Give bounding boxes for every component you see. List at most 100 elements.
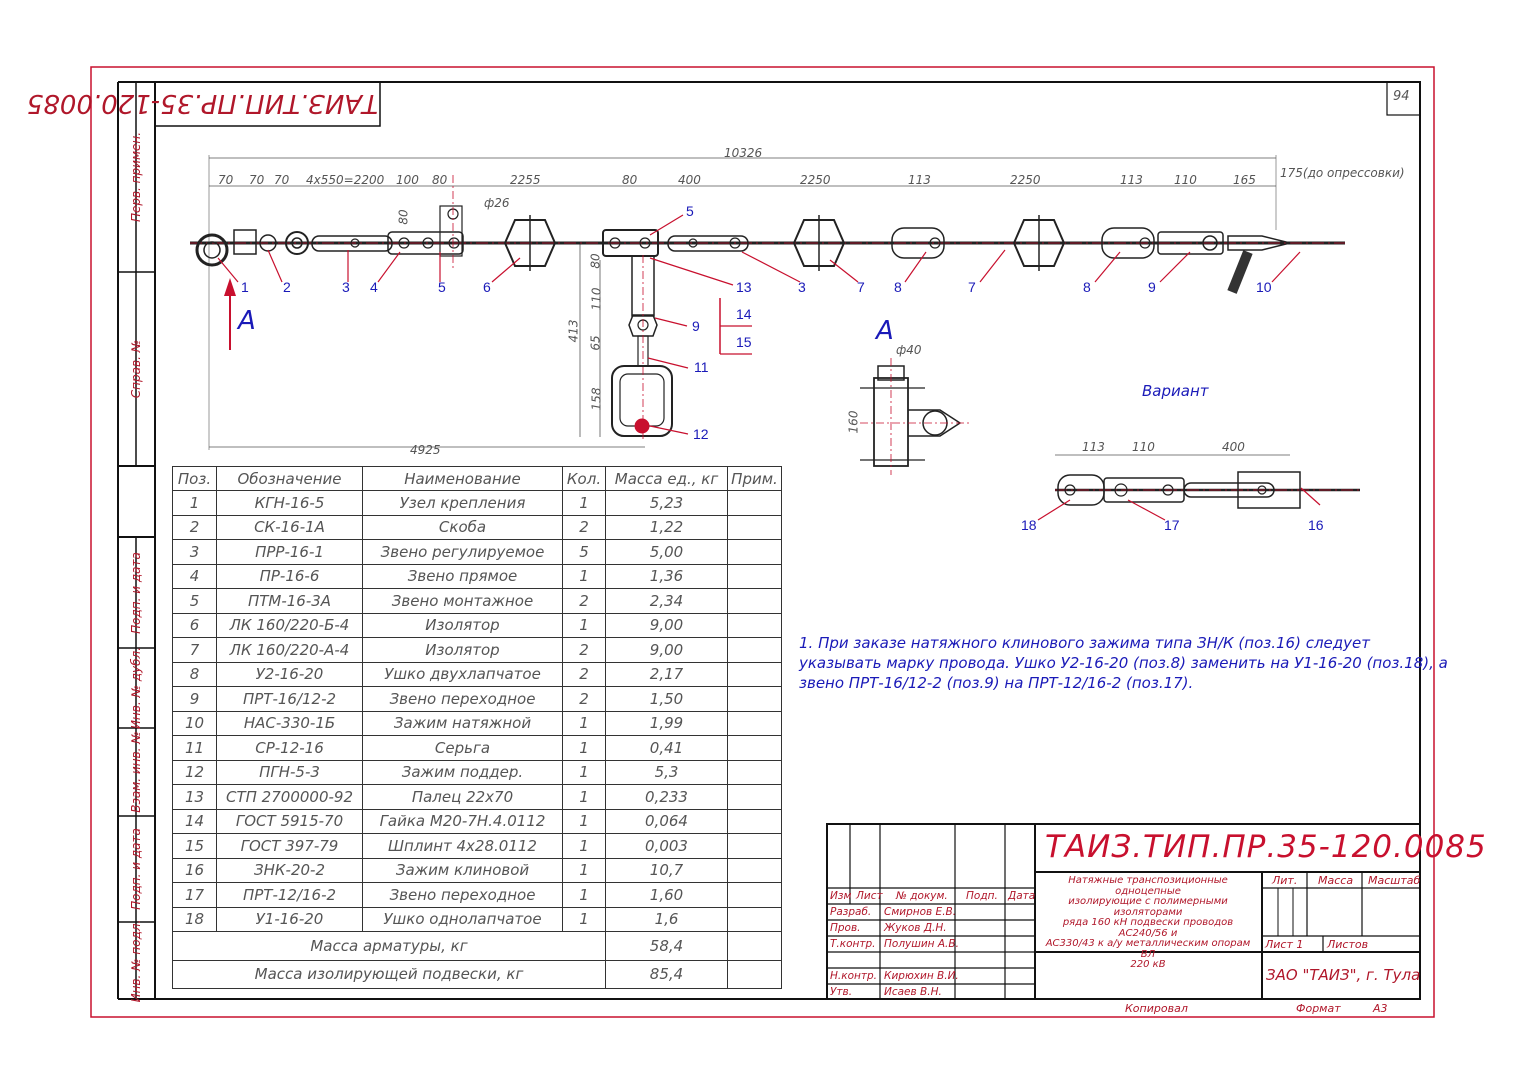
note-line: звено ПРТ-16/12-2 (поз.9) на ПРТ-12/16-2…	[799, 674, 1194, 692]
callout: 7	[857, 279, 865, 295]
variant-dim-110: 110	[1132, 440, 1155, 454]
dim-113b: 113	[1120, 173, 1143, 187]
dim-110-vertical: 110	[589, 287, 604, 311]
callout: 8	[1083, 279, 1091, 295]
role-label: Утв.	[830, 986, 853, 998]
callout: 18	[1021, 517, 1037, 533]
col-qty: Кол.	[562, 466, 606, 491]
col-note: Прим.	[727, 466, 782, 491]
total-fittings-row: Масса арматуры, кг 58,4	[172, 931, 782, 961]
side-vzam-inv: Взам. инв. №	[129, 731, 143, 813]
role-name: Полушин А.В.	[884, 938, 959, 950]
callout: 13	[736, 279, 752, 295]
callout: 7	[968, 279, 976, 295]
col-mass: Масса ед., кг	[605, 466, 728, 491]
role-name: Жуков Д.Н.	[884, 922, 947, 934]
dim-2250b: 2250	[1010, 173, 1041, 187]
callout: 14	[736, 306, 752, 322]
titleblock-format-value: А3	[1373, 1002, 1388, 1015]
side-perv-primen: Перв. примен.	[129, 131, 143, 223]
dim-113a: 113	[908, 173, 931, 187]
callout: 5	[686, 203, 694, 219]
dim-158: 158	[589, 387, 604, 411]
total-suspension-row: Масса изолирующей подвески, кг 85,4	[172, 959, 782, 989]
callout: 6	[483, 279, 491, 295]
callout: 2	[283, 279, 291, 295]
description-line: ряда 160 кН подвески проводов АС240/56 и	[1062, 917, 1234, 939]
callout: 11	[694, 359, 709, 375]
dim-80-vertical: 80	[396, 209, 411, 225]
dim-65: 65	[588, 335, 603, 351]
callout: 4	[370, 279, 378, 295]
side-inv-podl: Инв. № подл.	[129, 919, 143, 1002]
side-inv-dubl: Инв. № дубл.	[129, 646, 143, 730]
titleblock-list-no: Лист 1	[1265, 938, 1304, 951]
callout: 10	[1256, 279, 1272, 295]
titleblock-masshtab: Масштаб	[1368, 874, 1421, 887]
titleblock-col-dokum: № докум.	[896, 890, 948, 902]
titleblock-kopiroval: Копировал	[1125, 1002, 1188, 1015]
callout: 16	[1308, 517, 1324, 533]
col-name: Наименование	[362, 466, 563, 491]
dim-70b: 70	[249, 173, 265, 187]
note-line: 1. При заказе натяжного клинового зажима…	[799, 634, 1370, 652]
variant-drawing	[1037, 454, 1360, 521]
dim-4x550: 4x550=2200	[306, 173, 385, 187]
dim-80c: 80	[588, 253, 603, 269]
dim-80: 80	[432, 173, 448, 187]
titleblock-format-label: Формат	[1296, 1002, 1341, 1015]
callout: 5	[438, 279, 446, 295]
callout: 3	[798, 279, 806, 295]
dim-70a: 70	[218, 173, 234, 187]
dim-80b: 80	[622, 173, 638, 187]
dim-overall: 10326	[724, 146, 763, 160]
dim-413: 413	[566, 319, 581, 343]
description-line: АС330/43 к а/у металлическим опорам ВЛ	[1045, 938, 1251, 960]
dim-400: 400	[678, 173, 701, 187]
role-name: Исаев В.Н.	[884, 986, 942, 998]
order-note: 1. При заказе натяжного клинового зажима…	[799, 633, 1448, 693]
dim-2250: 2250	[800, 173, 831, 187]
titleblock-col-izm: Изм	[830, 890, 852, 902]
titleblock-col-list: Лист	[856, 890, 883, 902]
col-designation: Обозначение	[216, 466, 363, 491]
dim-100: 100	[396, 173, 419, 187]
role-label: Пров.	[830, 922, 861, 934]
callout: 9	[692, 318, 700, 334]
dim-70c: 70	[274, 173, 290, 187]
view-a-title: А	[876, 316, 894, 346]
variant-dim-400: 400	[1222, 440, 1245, 454]
leader-lines	[217, 214, 1301, 435]
titleblock-description: Натяжные транспозиционные одноцепные изо…	[1037, 875, 1259, 971]
note-line: указывать марку провода. Ушко У2-16-20 (…	[799, 654, 1448, 672]
drawing-frame	[154, 81, 1421, 1000]
description-line: изолирующие с полимерными изоляторами	[1068, 896, 1228, 918]
view-a-arrow-label: А	[238, 306, 256, 336]
titleblock-company: ЗАО "ТАИЗ", г. Тула	[1266, 966, 1421, 984]
titleblock-massa: Масса	[1318, 874, 1354, 887]
dim-165: 165	[1233, 173, 1256, 187]
dim-110: 110	[1174, 173, 1197, 187]
callout: 3	[342, 279, 350, 295]
dim-4925: 4925	[410, 443, 441, 457]
callout: 8	[894, 279, 902, 295]
side-podp-data-2: Подп. и дата	[129, 828, 143, 910]
dim-175: 175(до опрессовки)	[1280, 166, 1405, 180]
callout: 15	[736, 334, 752, 350]
role-label: Н.контр.	[830, 970, 877, 982]
